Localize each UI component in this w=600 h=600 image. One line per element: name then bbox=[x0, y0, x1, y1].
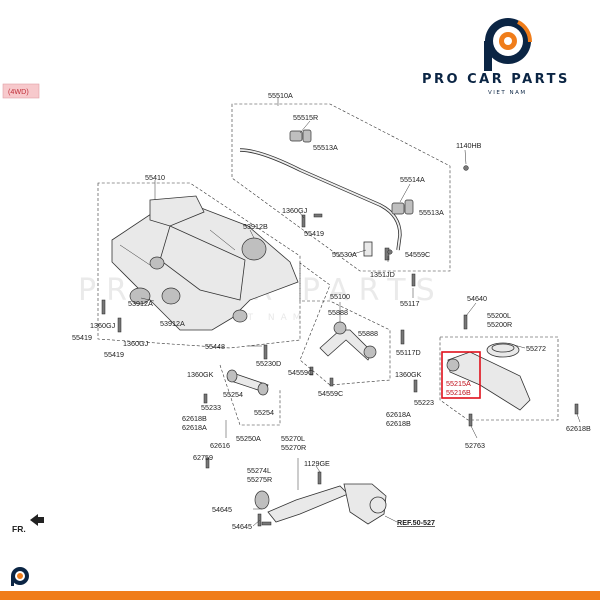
callout-54559C-r: 54559C bbox=[405, 250, 430, 259]
brand-logo bbox=[484, 18, 533, 71]
highlighted-bushing bbox=[446, 358, 460, 372]
callout-62618B-2: 62618B bbox=[386, 419, 411, 428]
callout-55200R: 55200R bbox=[487, 320, 512, 329]
crossmember-bolts bbox=[101, 213, 416, 333]
variant-tag-box bbox=[2, 83, 40, 99]
callout-55530A: 55530A bbox=[332, 250, 357, 259]
callout-55200L: 55200L bbox=[487, 311, 511, 320]
reference-label: REF.50-527 bbox=[397, 518, 435, 527]
callout-55419-2: 55419 bbox=[104, 350, 124, 359]
callout-54645: 54645 bbox=[212, 505, 232, 514]
callout-1360GJ-top: 1360GJ bbox=[282, 206, 308, 215]
callout-54559C-m: 54559C bbox=[288, 368, 313, 377]
brand-name: PRO CAR PARTS bbox=[422, 72, 570, 87]
callout-62616: 62616 bbox=[210, 441, 230, 450]
callout-55117: 55117 bbox=[400, 299, 419, 308]
callout-62618B-3: 62618B bbox=[566, 424, 591, 433]
trailing-arm bbox=[254, 471, 387, 527]
front-direction-arrow-icon bbox=[30, 514, 44, 526]
crossmember-group-box bbox=[97, 182, 301, 349]
callout-53912A: 53912A bbox=[128, 299, 153, 308]
callout-1360GJ-2: 1360GJ bbox=[123, 339, 149, 348]
callout-55254-2: 55254 bbox=[254, 408, 274, 417]
stabilizer-group-box bbox=[231, 103, 451, 272]
highlight-box bbox=[441, 351, 481, 399]
stabilizer-bar bbox=[239, 129, 469, 261]
callout-62618A: 62618A bbox=[182, 423, 207, 432]
callout-53912B: 53912B bbox=[243, 222, 268, 231]
callout-1351JD: 1351JD bbox=[370, 270, 395, 279]
footer-logo bbox=[11, 567, 29, 586]
callout-54640: 54640 bbox=[467, 294, 487, 303]
watermark-subtext: VIET NAM bbox=[215, 313, 307, 323]
callout-55274L: 55274L bbox=[247, 466, 271, 475]
callout-55515R: 55515R bbox=[293, 113, 318, 122]
callout-55513A-2: 55513A bbox=[419, 208, 444, 217]
callout-1360GK-l: 1360GK bbox=[187, 370, 214, 379]
crossmember bbox=[111, 195, 299, 331]
callout-55513A: 55513A bbox=[313, 143, 338, 152]
variant-tag: (4WD) bbox=[8, 87, 29, 96]
upper-arm-group-box bbox=[299, 262, 391, 386]
callout-55270R: 55270R bbox=[281, 443, 306, 452]
callout-55410: 55410 bbox=[145, 173, 165, 182]
callout-54559C-b: 54559C bbox=[318, 389, 343, 398]
callout-55272: 55272 bbox=[526, 344, 546, 353]
callout-62759: 62759 bbox=[193, 453, 213, 462]
callout-55215A: 55215A bbox=[446, 379, 471, 388]
callout-55275R: 55275R bbox=[247, 475, 272, 484]
lateral-link-group-box bbox=[219, 364, 281, 426]
callout-55419-1: 55419 bbox=[72, 333, 92, 342]
callout-54645-2: 54645 bbox=[232, 522, 252, 531]
callout-52763: 52763 bbox=[465, 441, 485, 450]
callout-55888: 55888 bbox=[328, 308, 348, 317]
callout-1140HB: 1140HB bbox=[456, 141, 482, 150]
callout-55270L: 55270L bbox=[281, 434, 305, 443]
callout-1129GE: 1129GE bbox=[304, 459, 330, 468]
callout-53912A-2: 53912A bbox=[160, 319, 185, 328]
callout-62618B: 62618B bbox=[182, 414, 207, 423]
direction-label: FR. bbox=[12, 524, 26, 534]
callout-55510A: 55510A bbox=[268, 91, 293, 100]
callout-55223: 55223 bbox=[414, 398, 434, 407]
callout-62618A-2: 62618A bbox=[386, 410, 411, 419]
leader-lines bbox=[140, 98, 581, 527]
callout-55117D: 55117D bbox=[396, 348, 421, 357]
callout-55888-2: 55888 bbox=[358, 329, 378, 338]
callout-55216B: 55216B bbox=[446, 388, 471, 397]
footer-bar bbox=[0, 591, 600, 600]
upper-arm bbox=[309, 314, 468, 387]
lower-arm bbox=[413, 342, 579, 427]
callout-55254: 55254 bbox=[223, 390, 243, 399]
callout-55514A: 55514A bbox=[400, 175, 425, 184]
callout-55419-top: 55419 bbox=[304, 229, 324, 238]
callout-55230D: 55230D bbox=[256, 359, 281, 368]
callout-55250A: 55250A bbox=[236, 434, 261, 443]
callout-55100: 55100 bbox=[330, 292, 350, 301]
callout-labels: 55510A 55515R 55513A 1140HB 55514A 55513… bbox=[72, 91, 591, 531]
assist-arm bbox=[203, 344, 269, 469]
callout-55233: 55233 bbox=[201, 403, 221, 412]
brand-tagline: VIET NAM bbox=[488, 90, 527, 96]
callout-1360GK-r: 1360GK bbox=[395, 370, 422, 379]
callout-1360GJ-1: 1360GJ bbox=[90, 321, 116, 330]
callout-55448: 55448 bbox=[205, 342, 225, 351]
lower-arm-group-box bbox=[439, 336, 559, 421]
